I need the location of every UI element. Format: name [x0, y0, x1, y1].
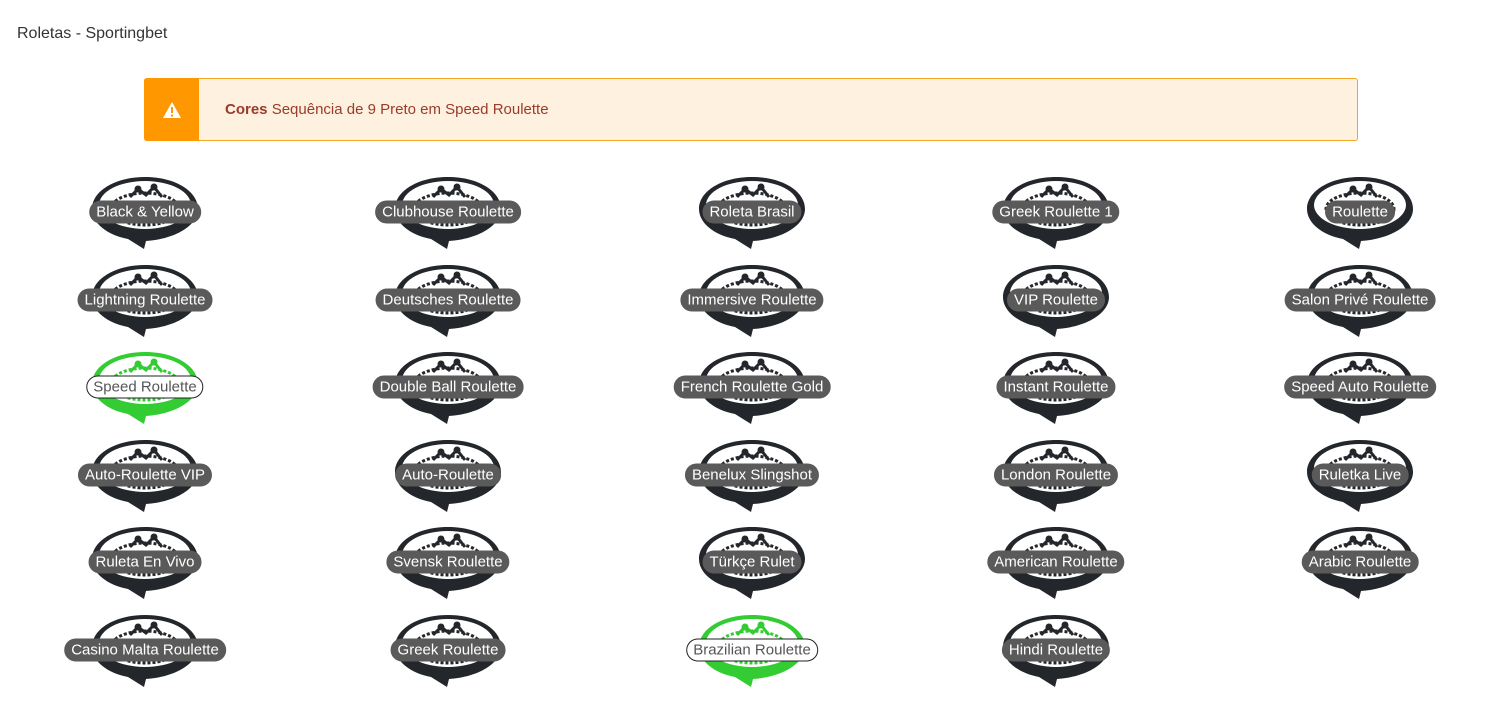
roulette-tile[interactable]: VIP Roulette	[936, 263, 1176, 343]
roulette-label: Speed Auto Roulette	[1284, 375, 1436, 399]
roulette-label: Salon Privé Roulette	[1284, 288, 1436, 311]
page-title: Roletas - Sportingbet	[17, 25, 168, 42]
roulette-label: Ruletka Live	[1311, 463, 1409, 486]
roulette-label: Clubhouse Roulette	[375, 200, 521, 224]
roulette-label: Auto-Roulette VIP	[77, 463, 213, 486]
roulette-tile[interactable]: Deutsches Roulette	[328, 263, 568, 343]
roulette-label: American Roulette	[987, 550, 1125, 574]
roulette-tile[interactable]: Immersive Roulette	[632, 263, 872, 343]
roulette-tile[interactable]: Benelux Slingshot	[632, 438, 872, 518]
roulette-label: Ruleta En Vivo	[88, 550, 202, 574]
warning-icon	[144, 78, 199, 141]
roulette-tile[interactable]: London Roulette	[936, 438, 1176, 518]
roulette-label: Immersive Roulette	[680, 288, 824, 311]
roulette-tile[interactable]: Hindi Roulette	[936, 613, 1176, 693]
roulette-tile[interactable]: Speed Roulette	[25, 350, 265, 430]
roulette-tile[interactable]: Casino Malta Roulette	[25, 613, 265, 693]
roulette-tile[interactable]: Türkçe Rulet	[632, 525, 872, 605]
roulette-label: Brazilian Roulette	[686, 638, 818, 661]
roulette-label: Speed Roulette	[86, 375, 204, 399]
roulette-label: Double Ball Roulette	[372, 375, 524, 399]
alert-banner: Cores Sequência de 9 Preto em Speed Roul…	[144, 78, 1358, 141]
roulette-label: Instant Roulette	[996, 375, 1116, 399]
roulette-tile[interactable]: Roleta Brasil	[632, 175, 872, 255]
alert-text: Sequência de 9 Preto em Speed Roulette	[271, 101, 549, 118]
roulette-label: Hindi Roulette	[1001, 638, 1111, 661]
roulette-label: Svensk Roulette	[386, 550, 510, 574]
alert-strong: Cores	[225, 101, 268, 118]
roulette-label: Roleta Brasil	[702, 200, 802, 224]
roulette-label: Black & Yellow	[89, 200, 201, 224]
roulette-tile[interactable]: Arabic Roulette	[1240, 525, 1480, 605]
roulette-tile[interactable]: Black & Yellow	[25, 175, 265, 255]
roulette-label: Arabic Roulette	[1301, 550, 1419, 574]
roulette-tile[interactable]: Auto-Roulette VIP	[25, 438, 265, 518]
roulette-label: London Roulette	[993, 463, 1119, 486]
roulette-tile[interactable]: Salon Privé Roulette	[1240, 263, 1480, 343]
roulette-tile[interactable]: Double Ball Roulette	[328, 350, 568, 430]
roulette-tile[interactable]: American Roulette	[936, 525, 1176, 605]
roulette-label: Roulette	[1325, 200, 1395, 224]
roulette-tile[interactable]: Ruletka Live	[1240, 438, 1480, 518]
roulette-label: Greek Roulette 1	[992, 200, 1120, 224]
roulette-tile[interactable]: French Roulette Gold	[632, 350, 872, 430]
roulette-tile[interactable]: Auto-Roulette	[328, 438, 568, 518]
roulette-tile[interactable]: Clubhouse Roulette	[328, 175, 568, 255]
roulette-label: Deutsches Roulette	[375, 288, 521, 311]
roulette-tile[interactable]: Ruleta En Vivo	[25, 525, 265, 605]
roulette-label: Benelux Slingshot	[684, 463, 820, 486]
roulette-label: Casino Malta Roulette	[64, 638, 226, 661]
roulette-label: Auto-Roulette	[395, 463, 501, 486]
roulette-tile[interactable]: Svensk Roulette	[328, 525, 568, 605]
roulette-label: French Roulette Gold	[673, 375, 831, 399]
roulette-tile[interactable]: Greek Roulette	[328, 613, 568, 693]
roulette-label: Greek Roulette	[390, 638, 506, 661]
roulette-tile[interactable]: Speed Auto Roulette	[1240, 350, 1480, 430]
roulette-label: Lightning Roulette	[77, 288, 213, 311]
roulette-label: VIP Roulette	[1007, 288, 1105, 311]
roulette-tile[interactable]: Lightning Roulette	[25, 263, 265, 343]
roulette-tile[interactable]: Brazilian Roulette	[632, 613, 872, 693]
alert-message: Cores Sequência de 9 Preto em Speed Roul…	[225, 101, 549, 118]
roulette-tile[interactable]: Greek Roulette 1	[936, 175, 1176, 255]
roulette-label: Türkçe Rulet	[702, 550, 802, 574]
roulette-tile[interactable]: Roulette	[1240, 175, 1480, 255]
roulette-tile[interactable]: Instant Roulette	[936, 350, 1176, 430]
